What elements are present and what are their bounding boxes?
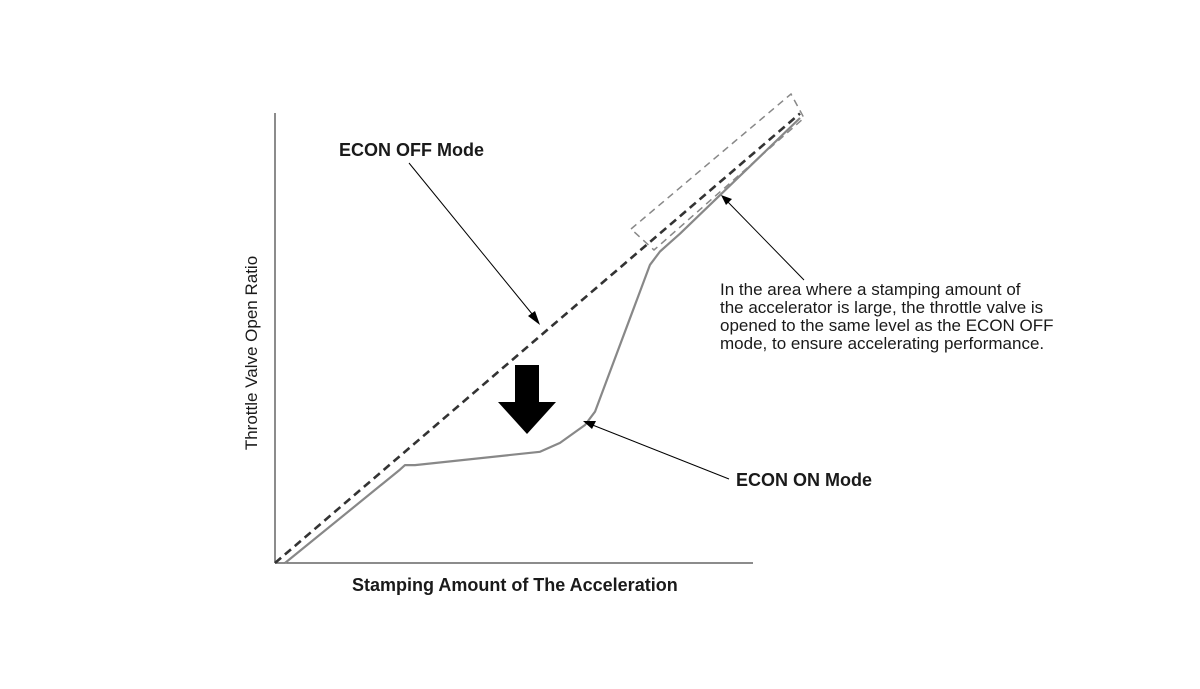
note-line: mode, to ensure accelerating performance… — [720, 334, 1045, 353]
note-line: In the area where a stamping amount of — [720, 280, 1021, 299]
note-line: the accelerator is large, the throttle v… — [720, 298, 1044, 317]
series-line-econ-on — [284, 117, 801, 564]
high-stamping-region-box — [629, 92, 805, 252]
econ-on-label: ECON ON Mode — [736, 470, 873, 490]
x-axis-label: Stamping Amount of The Acceleration — [352, 575, 678, 595]
high-stamping-note: In the area where a stamping amount of t… — [720, 281, 1140, 353]
down-arrow-icon — [498, 365, 556, 434]
series-line-econ-off — [274, 112, 801, 564]
y-axis-label: Throttle Valve Open Ratio — [242, 255, 261, 451]
leader-econ-on — [583, 421, 730, 480]
leader-high-stamping-note — [721, 195, 805, 281]
econ-off-label: ECON OFF Mode — [339, 140, 484, 160]
note-line: opened to the same level as the ECON OFF — [720, 316, 1054, 335]
leader-econ-off — [408, 162, 540, 325]
